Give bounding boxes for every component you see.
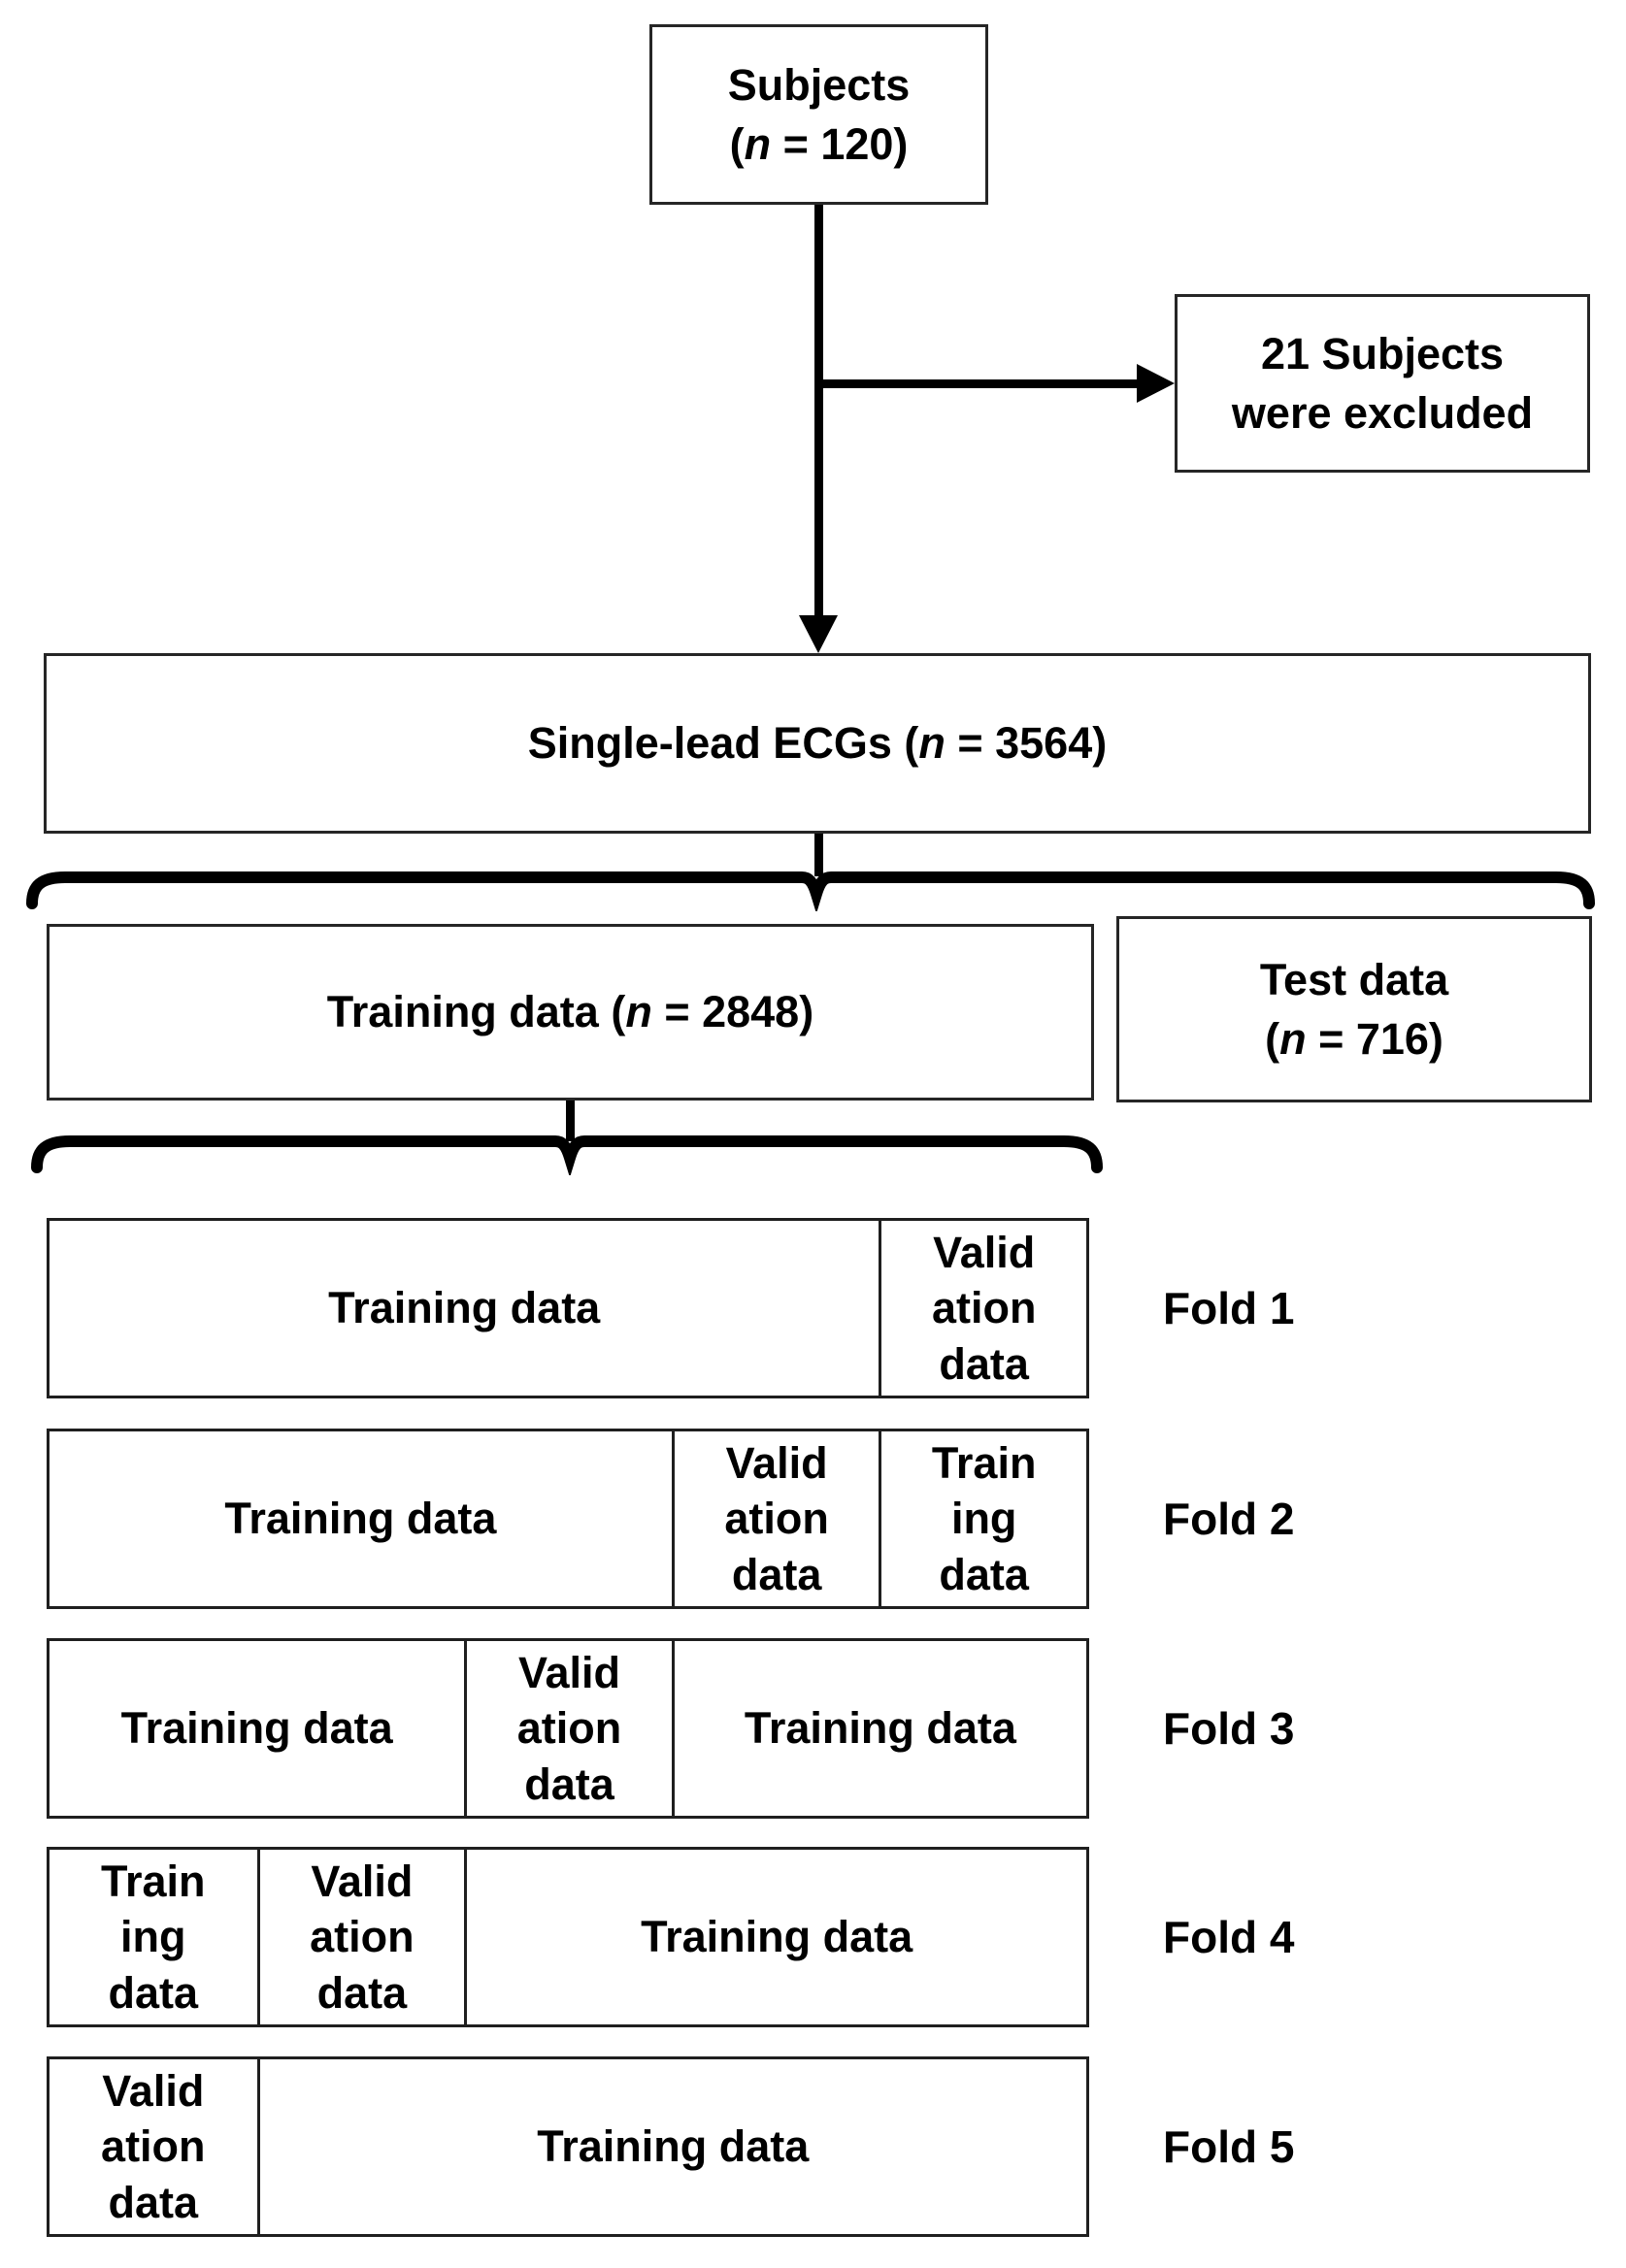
test-data-title: Test data [1259,954,1449,1004]
excluded-subjects-box: 21 Subjects were excluded [1175,294,1590,473]
excluded-branch-arrowhead-icon [1137,364,1175,403]
fold-1-label: Fold 1 [1163,1283,1295,1333]
fold-5-training-text: Training data [537,2121,810,2172]
test-count-n: n [1279,1014,1307,1064]
fold-2-validation-text: Valid ation data [724,1437,829,1599]
excluded-branch-arrow-line [818,379,1139,388]
fold-2-training-right-text: Train ing data [931,1437,1037,1599]
subjects-to-ecgs-arrowhead-icon [799,615,838,653]
ecgs-label-prefix: Single-lead ECGs ( [527,718,919,769]
training-label-prefix: Training data ( [326,987,626,1037]
subjects-count-rest: = 120) [771,119,909,169]
test-count-rest: = 716) [1306,1014,1443,1064]
fold-4-training-left-cell: Train ing data [50,1850,257,2024]
single-lead-ecgs-box: Single-lead ECGs (n = 3564) [44,653,1591,834]
training-data-box: Training data (n = 2848) [47,924,1094,1101]
fold-3-row: Training data Valid ation data Training … [47,1638,1089,1819]
folds-split-stub-line [566,1101,575,1141]
fold-3-training-right-cell: Training data [671,1641,1086,1816]
fold-3-validation-text: Valid ation data [516,1647,622,1809]
fold-5-row: Valid ation data Training data [47,2056,1089,2237]
fold-3-training-left-cell: Training data [50,1641,464,1816]
ecgs-split-stub-line [814,834,823,876]
excluded-subjects-text: 21 Subjects were excluded [1231,328,1534,438]
train-test-split-brace-icon [24,841,1597,911]
test-data-box: Test data (n = 716) [1116,916,1592,1102]
fold-4-training-right-cell: Training data [464,1850,1086,2024]
ecgs-label-rest: = 3564) [945,718,1108,769]
fold-4-training-right-text: Training data [641,1912,913,1962]
subjects-count: (n = 120) [730,115,909,174]
single-lead-ecgs-label: Single-lead ECGs (n = 3564) [528,713,1107,772]
fold-1-training-text: Training data [328,1283,601,1333]
fold-1-validation-text: Valid ation data [931,1227,1037,1389]
fold-4-validation-text: Valid ation data [310,1856,415,2018]
fold-3-training-right-text: Training data [744,1703,1016,1754]
fold-2-validation-cell: Valid ation data [671,1431,879,1606]
fold-5-validation-text: Valid ation data [101,2065,206,2227]
fold-2-training-right-cell: Train ing data [879,1431,1086,1606]
subjects-title: Subjects [727,59,911,110]
fold-5-label: Fold 5 [1163,2121,1295,2172]
fold-2-training-left-text: Training data [224,1494,497,1544]
subjects-count-n: n [744,119,772,169]
subjects-to-ecgs-arrow-line [814,205,823,616]
fold-4-training-left-text: Train ing data [101,1856,206,2018]
fold-4-row: Train ing data Valid ation data Training… [47,1847,1089,2027]
training-label-rest: = 2848) [651,987,814,1037]
fold-1-training-cell: Training data [50,1221,879,1396]
fold-5-validation-cell: Valid ation data [50,2059,257,2234]
training-data-label: Training data (n = 2848) [327,982,813,1041]
subjects-count-open: ( [729,119,745,169]
fold-5-training-cell: Training data [256,2059,1086,2234]
fold-3-training-left-text: Training data [120,1703,393,1754]
folds-split-brace-icon [29,1105,1105,1175]
fold-4-validation-cell: Valid ation data [256,1850,465,2024]
fold-3-label: Fold 3 [1163,1703,1295,1754]
fold-4-label: Fold 4 [1163,1912,1295,1962]
fold-3-validation-cell: Valid ation data [464,1641,672,1816]
fold-1-validation-cell: Valid ation data [879,1221,1086,1396]
subjects-box: Subjects (n = 120) [649,24,988,205]
training-label-n: n [625,987,652,1037]
fold-2-row: Training data Valid ation data Train ing… [47,1429,1089,1609]
fold-2-label: Fold 2 [1163,1494,1295,1544]
test-data-count: (n = 716) [1265,1009,1443,1068]
test-count-open: ( [1265,1014,1280,1064]
ecgs-label-n: n [918,718,946,769]
fold-2-training-left-cell: Training data [50,1431,672,1606]
fold-1-row: Training data Valid ation data [47,1218,1089,1398]
